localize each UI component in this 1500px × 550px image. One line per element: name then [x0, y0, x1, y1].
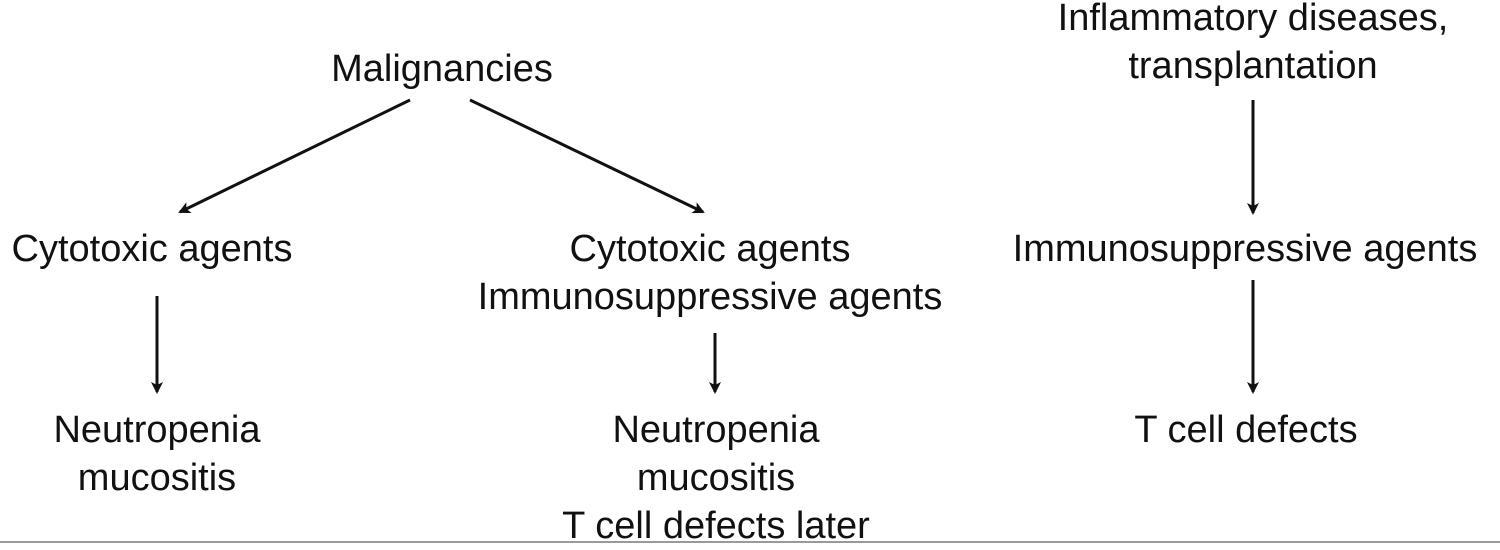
node-line: mucositis — [77, 457, 237, 499]
node-right-outcome: T cell defects — [1134, 406, 1357, 454]
node-line: T cell defects — [1134, 409, 1358, 451]
arrow-malignancies-to-left-agents — [178, 98, 411, 214]
node-line: Cytotoxic agents — [569, 228, 851, 270]
node-malignancies: Malignancies — [331, 45, 553, 93]
node-line: Immunosuppressive agents — [477, 276, 943, 318]
arrow-malignancies-to-middle-agents — [469, 98, 705, 214]
node-line: mucositis — [636, 457, 796, 499]
node-line: Neutropenia — [612, 409, 820, 451]
node-inflammatory: Inflammatory diseases, transplantation — [1058, 0, 1449, 90]
node-left-agents: Cytotoxic agents — [12, 225, 293, 273]
bottom-divider — [0, 541, 1500, 543]
node-line: Cytotoxic agents — [11, 228, 293, 270]
node-line: Inflammatory diseases, — [1057, 0, 1449, 39]
node-line: T cell defects later — [562, 505, 870, 547]
node-line: Immunosuppressive agents — [1012, 228, 1478, 270]
node-left-outcome: Neutropenia mucositis — [53, 406, 260, 502]
node-right-agents: Immunosuppressive agents — [1013, 225, 1478, 273]
node-line: Neutropenia — [53, 409, 261, 451]
node-line: transplantation — [1128, 45, 1378, 87]
node-middle-outcome: Neutropenia mucositis T cell defects lat… — [562, 406, 870, 550]
node-line: Malignancies — [331, 48, 553, 90]
node-middle-agents: Cytotoxic agents Immunosuppressive agent… — [478, 225, 943, 321]
